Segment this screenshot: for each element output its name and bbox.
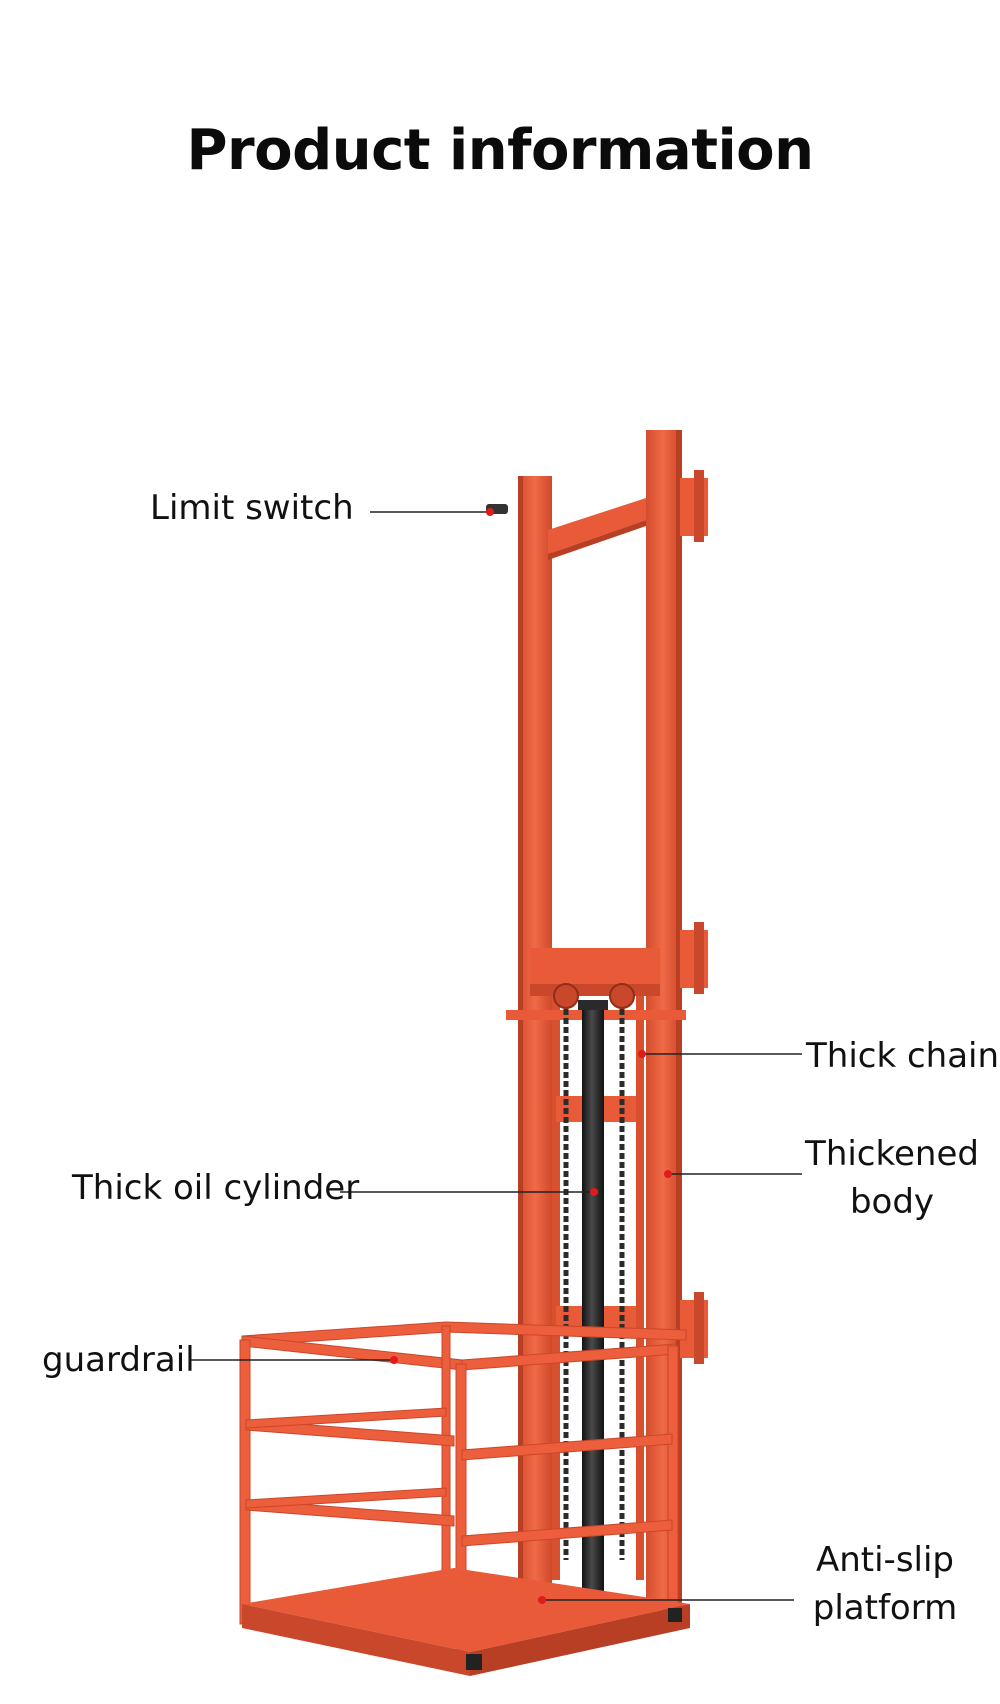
label-thickened-body-line1: Thickened bbox=[805, 1134, 979, 1174]
label-limit-switch: Limit switch bbox=[150, 488, 354, 528]
label-anti-slip-line2: platform bbox=[812, 1588, 958, 1628]
label-thick-chain: Thick chain bbox=[806, 1036, 1000, 1076]
anti-slip-platform bbox=[242, 1568, 690, 1676]
page-title: Product information bbox=[186, 118, 814, 183]
sheaves bbox=[553, 983, 635, 1009]
guardrail-cage bbox=[239, 1321, 687, 1655]
chains bbox=[563, 1000, 625, 1560]
lift-mast bbox=[506, 430, 708, 1610]
callout-markers bbox=[390, 508, 672, 1604]
label-anti-slip-line1: Anti-slip bbox=[815, 1540, 955, 1580]
label-guardrail: guardrail bbox=[42, 1340, 195, 1380]
oil-cylinder bbox=[578, 1000, 608, 1594]
label-thick-oil-cylinder: Thick oil cylinder bbox=[72, 1168, 360, 1208]
leader-lines bbox=[190, 511, 802, 1601]
label-thickened-body-line2: body bbox=[849, 1182, 935, 1222]
